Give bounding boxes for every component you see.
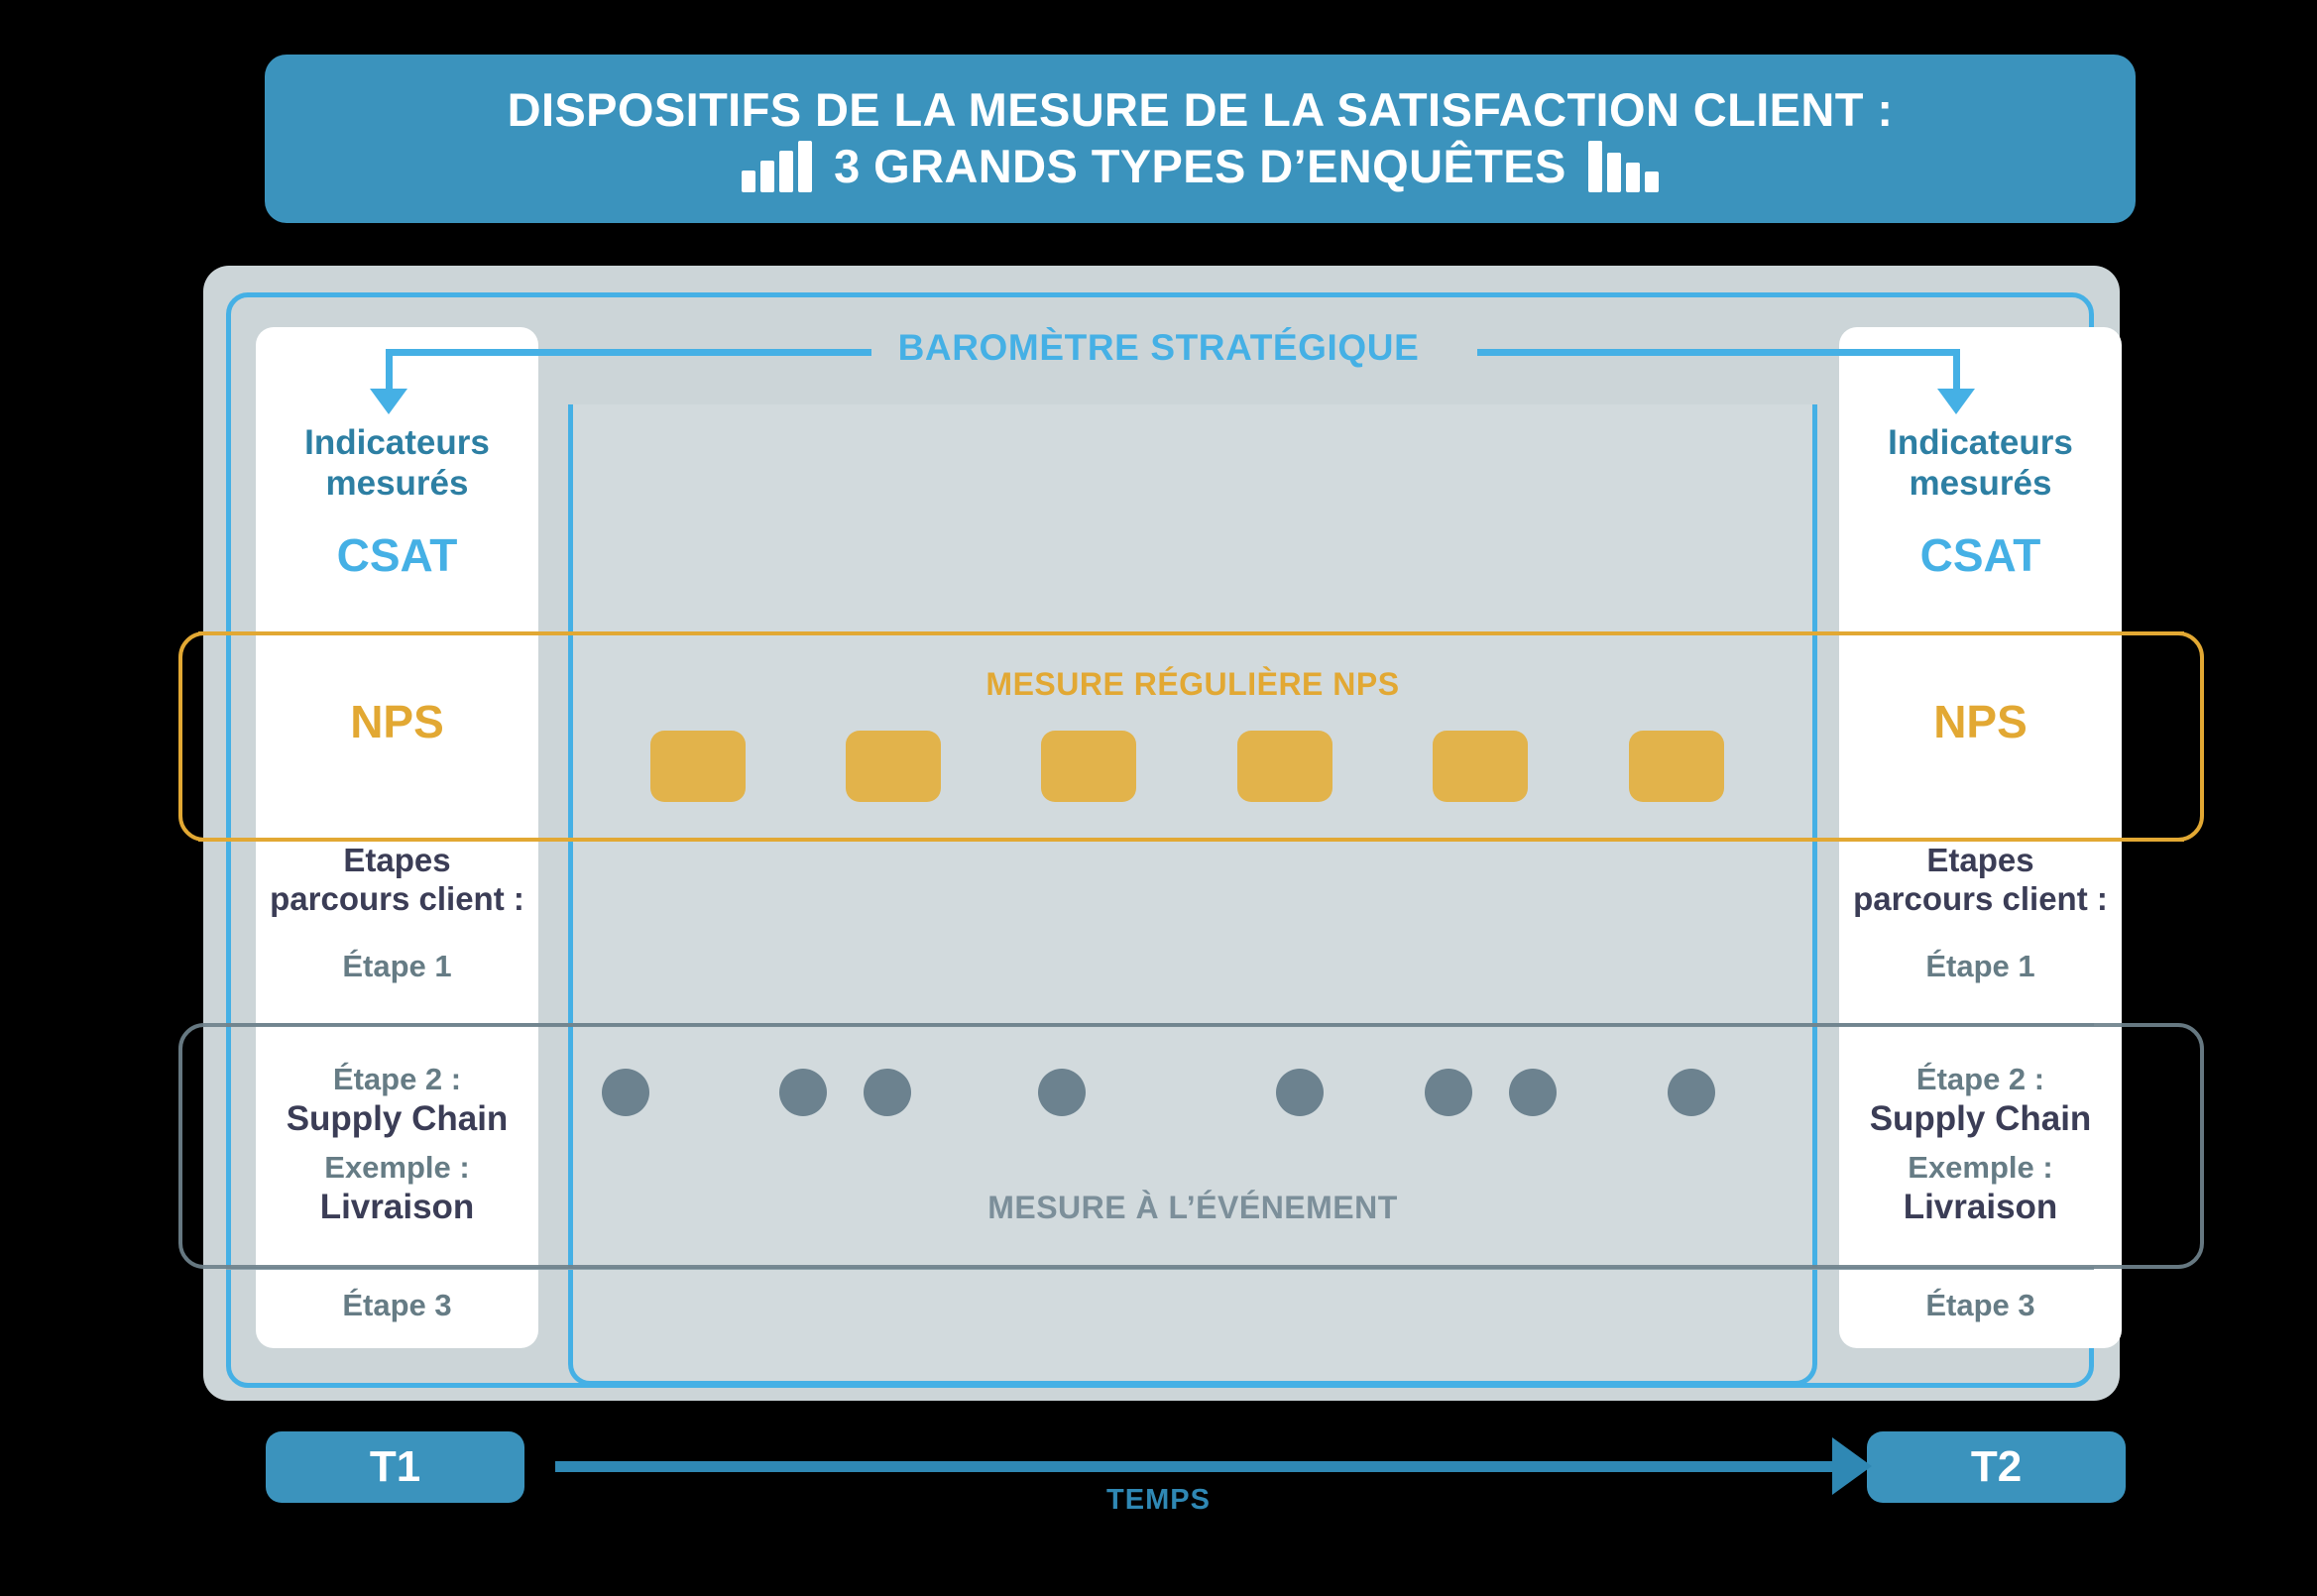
separator-etape1-etape2: [226, 1023, 2094, 1026]
csat-label-right: CSAT: [1919, 528, 2041, 581]
event-dot: [1425, 1069, 1472, 1116]
timeline-label: TEMPS: [1106, 1484, 1211, 1516]
title-banner: DISPOSITIFS DE LA MESURE DE LA SATISFACT…: [265, 55, 2136, 223]
bar-chart-ascending-icon: [742, 140, 813, 192]
etape1-right: Étape 1: [1925, 948, 2035, 983]
column-t1: Indicateurs mesurés CSAT NPS Etapes parc…: [256, 327, 538, 1348]
exemple-value-right: Livraison: [1903, 1188, 2058, 1227]
event-dot: [1038, 1069, 1086, 1116]
timeline-arrow-line: [555, 1461, 1844, 1472]
etape3-right: Étape 3: [1925, 1287, 2035, 1322]
cell-indicators-left: Indicateurs mesurés CSAT: [256, 327, 538, 622]
page-title-line2: 3 GRANDS TYPES D’ENQUÊTES: [834, 140, 1566, 192]
steps-title-line2-right: parcours client :: [1853, 880, 2108, 918]
barometre-label: BAROMÈTRE STRATÉGIQUE: [897, 327, 1420, 368]
separator-etape2-etape3: [226, 1267, 2094, 1270]
barometre-stem-left: [386, 349, 393, 397]
etape3-left: Étape 3: [342, 1287, 452, 1322]
event-band-title: MESURE À L’ÉVÉNEMENT: [987, 1190, 1398, 1225]
page-title-line2-row: 3 GRANDS TYPES D’ENQUÊTES: [742, 140, 1659, 192]
steps-title-right: Etapes parcours client :: [1853, 841, 2108, 919]
nps-marker: [846, 731, 941, 802]
nps-label-right: NPS: [1933, 696, 2027, 748]
nps-marker: [1041, 731, 1136, 802]
central-measurement-panel: [568, 404, 1817, 1386]
etape2-value-left: Supply Chain: [286, 1098, 509, 1138]
exemple-value-left: Livraison: [319, 1188, 475, 1227]
csat-label-left: CSAT: [336, 528, 458, 581]
steps-title-line1-right: Etapes: [1926, 841, 2034, 878]
indicators-line2-left: mesurés: [325, 464, 469, 504]
barometre-arrowhead-left: [370, 389, 407, 414]
indicators-label-left: Indicateurs mesurés: [304, 422, 490, 505]
event-dot: [864, 1069, 911, 1116]
etape1-left: Étape 1: [342, 948, 452, 983]
event-dot: [1276, 1069, 1324, 1116]
timeline-pill-t1[interactable]: T1: [266, 1431, 524, 1503]
page-title-line1: DISPOSITIFS DE LA MESURE DE LA SATISFACT…: [507, 83, 1894, 137]
nps-label-left: NPS: [350, 696, 444, 748]
etape2-value-right: Supply Chain: [1869, 1098, 2092, 1138]
cell-etape2-left: Étape 2 : Supply Chain Exemple : Livrais…: [256, 1028, 538, 1262]
cell-indicators-right: Indicateurs mesurés CSAT: [1839, 327, 2122, 622]
etape2-label-right: Étape 2 :: [1915, 1061, 2045, 1096]
event-dot: [1509, 1069, 1557, 1116]
cell-etape3-left: Étape 3: [256, 1262, 538, 1348]
indicators-label-right: Indicateurs mesurés: [1888, 422, 2073, 505]
timeline-pill-t2[interactable]: T2: [1867, 1431, 2126, 1503]
nps-band-top-line: [198, 631, 2184, 635]
indicators-line1-right: Indicateurs: [1888, 423, 2073, 462]
steps-title-left: Etapes parcours client :: [270, 841, 524, 919]
steps-title-line1-left: Etapes: [343, 841, 451, 878]
nps-marker: [1433, 731, 1528, 802]
cell-steps-left: Etapes parcours client : Étape 1: [256, 823, 538, 1029]
cell-etape3-right: Étape 3: [1839, 1262, 2122, 1348]
steps-title-line2-left: parcours client :: [270, 880, 524, 918]
indicators-line2-right: mesurés: [1909, 464, 2052, 504]
event-dot: [602, 1069, 649, 1116]
nps-marker: [1237, 731, 1332, 802]
etape2-label-left: Étape 2 :: [332, 1061, 462, 1096]
timeline-arrow-head-icon: [1832, 1437, 1872, 1495]
cell-nps-left: NPS: [256, 622, 538, 822]
barometre-line-left: [389, 349, 871, 356]
barometre-arrowhead-right: [1937, 389, 1975, 414]
barometre-line-right: [1477, 349, 1960, 356]
event-dot: [779, 1069, 827, 1116]
exemple-label-right: Exemple :: [1908, 1150, 2053, 1186]
nps-band-title: MESURE RÉGULIÈRE NPS: [985, 666, 1400, 702]
nps-marker: [1629, 731, 1724, 802]
barometre-stem-right: [1953, 349, 1960, 397]
nps-marker: [650, 731, 746, 802]
exemple-label-left: Exemple :: [324, 1150, 470, 1186]
cell-nps-right: NPS: [1839, 622, 2122, 822]
cell-etape2-right: Étape 2 : Supply Chain Exemple : Livrais…: [1839, 1028, 2122, 1262]
indicators-line1-left: Indicateurs: [304, 423, 490, 462]
nps-band-bottom-line: [198, 838, 2184, 842]
event-dot: [1668, 1069, 1715, 1116]
cell-steps-right: Etapes parcours client : Étape 1: [1839, 823, 2122, 1029]
bar-chart-descending-icon: [1587, 140, 1659, 192]
